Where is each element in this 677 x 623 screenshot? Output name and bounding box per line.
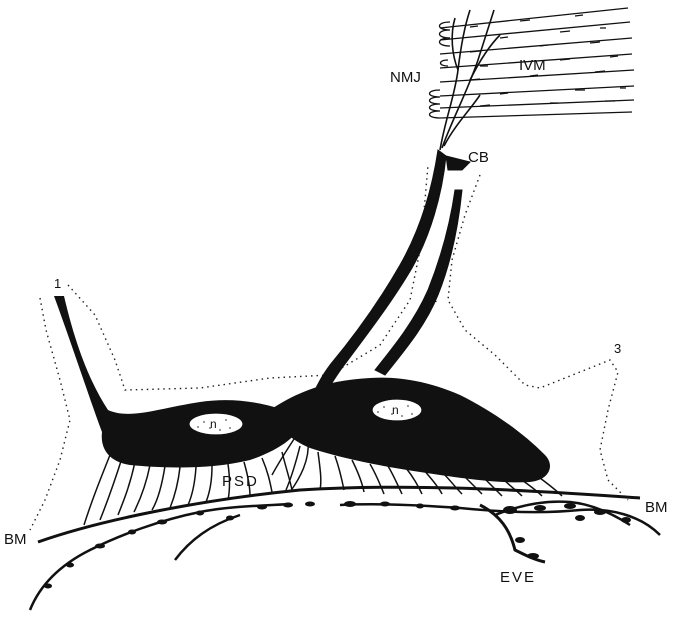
axon-terminals <box>440 10 500 150</box>
label-ivm: IVM <box>519 57 546 74</box>
label-cell-1: 1 <box>54 276 61 291</box>
label-nucleus-right: n <box>392 403 399 417</box>
axon-bundle <box>306 150 470 414</box>
label-nmj: NMJ <box>390 69 421 86</box>
eve-varicosities <box>44 501 631 589</box>
nmj-coils <box>430 22 451 118</box>
cell-body-right <box>270 378 550 483</box>
label-psd: PSD <box>222 473 259 490</box>
label-cell-2: 2 <box>430 290 437 305</box>
label-cell-3: 3 <box>614 341 621 356</box>
label-cb: CB <box>468 149 489 166</box>
label-eve: EVE <box>500 569 536 586</box>
label-bm-right: BM <box>645 499 668 516</box>
label-bm-left: BM <box>4 531 27 548</box>
label-nucleus-left: n <box>210 417 217 431</box>
cell-body-left <box>54 296 305 467</box>
